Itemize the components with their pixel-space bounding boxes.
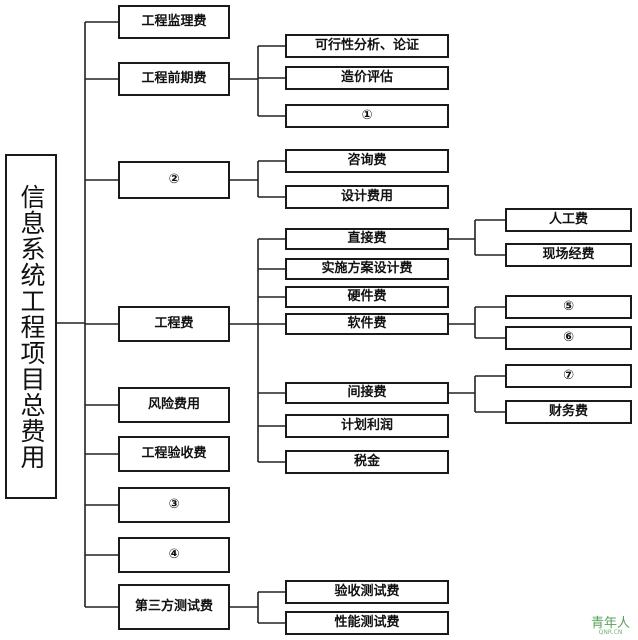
watermark-logo: 青年人 QNR.CN <box>591 617 630 636</box>
node-software-fee: 软件费 <box>285 313 449 335</box>
node-direct-fee: 直接费 <box>285 228 449 250</box>
node-performance-test-fee: 性能测试费 <box>285 611 449 635</box>
node-third-party-test-fee: 第三方测试费 <box>118 584 230 630</box>
node-blank-5: ⑤ <box>505 295 632 319</box>
node-labor-fee: 人工费 <box>505 208 632 232</box>
node-cost-estimate: 造价评估 <box>285 66 449 90</box>
node-hardware-fee: 硬件费 <box>285 286 449 308</box>
node-planned-profit: 计划利润 <box>285 414 449 438</box>
node-engineering-fee: 工程费 <box>118 306 230 342</box>
node-tax: 税金 <box>285 450 449 474</box>
node-blank-6: ⑥ <box>505 326 632 350</box>
node-consulting-fee: 咨询费 <box>285 149 449 173</box>
node-supervision-fee: 工程监理费 <box>118 5 230 39</box>
node-blank-3: ③ <box>118 487 230 523</box>
node-site-fee: 现场经费 <box>505 243 632 267</box>
node-blank-1: ① <box>285 104 449 128</box>
node-blank-2: ② <box>118 161 230 199</box>
node-feasibility: 可行性分析、论证 <box>285 34 449 58</box>
node-root: 信息系统工程项目总费用 <box>5 154 57 499</box>
watermark-site: QNR.CN <box>598 629 623 636</box>
node-preliminary-fee: 工程前期费 <box>118 62 230 96</box>
node-finance-fee: 财务费 <box>505 400 632 424</box>
node-indirect-fee: 间接费 <box>285 382 449 404</box>
node-acceptance-test-fee: 验收测试费 <box>285 580 449 604</box>
node-blank-7: ⑦ <box>505 364 632 388</box>
watermark-text: 青年人 <box>590 616 630 631</box>
node-design-fee: 设计费用 <box>285 185 449 209</box>
node-blank-4: ④ <box>118 537 230 573</box>
node-acceptance-fee: 工程验收费 <box>118 436 230 472</box>
node-implementation-design-fee: 实施方案设计费 <box>285 258 449 280</box>
node-risk-fee: 风险费用 <box>118 387 230 423</box>
